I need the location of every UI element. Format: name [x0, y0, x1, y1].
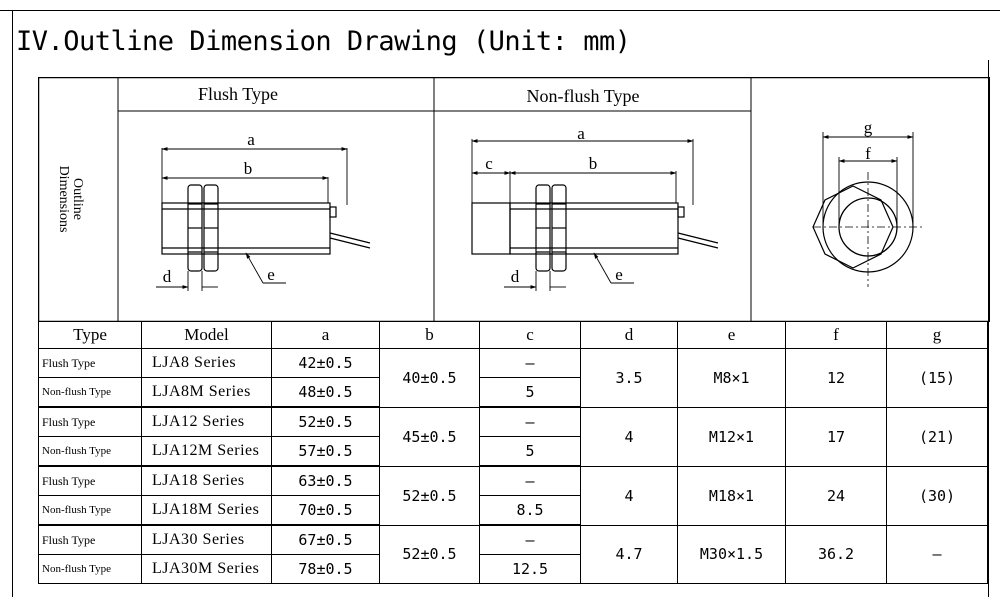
cell-e: M30×1.5	[677, 524, 786, 584]
header-d: d	[580, 321, 678, 349]
cell-type: Non-flush Type	[38, 495, 142, 526]
table-row: Flush Type LJA8 Series 42±0.5 40±0.5 — 3…	[38, 348, 988, 408]
front-label-f: f	[865, 144, 871, 163]
page-frame-left	[12, 10, 13, 597]
header-model: Model	[141, 321, 272, 349]
front-view-drawing	[812, 172, 923, 287]
cell-type: Non-flush Type	[38, 377, 142, 408]
front-label-g: g	[864, 118, 873, 137]
cell-g: —	[886, 524, 988, 584]
flush-label-b: b	[244, 159, 253, 178]
cell-c: 12.5	[479, 554, 581, 584]
cell-g: (21)	[886, 406, 988, 467]
cell-a: 63±0.5	[271, 465, 380, 496]
cell-d: 4.7	[580, 524, 678, 584]
table-header-row: Type Model a b c d e f g	[38, 321, 988, 349]
dimensions-table: Type Model a b c d e f g Flush Type LJA8…	[38, 321, 988, 584]
cell-model: LJA30 Series	[141, 524, 272, 555]
table-row: Non-flush Type LJA8M Series 48±0.5 5	[38, 377, 988, 408]
cell-c: 5	[479, 436, 581, 467]
nonflush-label-e: e	[615, 265, 623, 284]
cell-model: LJA30M Series	[141, 554, 272, 584]
cell-model: LJA8M Series	[141, 377, 272, 408]
cell-type: Non-flush Type	[38, 436, 142, 467]
cell-a: 52±0.5	[271, 406, 380, 437]
nonflush-sensor-drawing	[471, 184, 719, 272]
cell-d: 4	[580, 465, 678, 526]
header-e: e	[677, 321, 786, 349]
cell-f: 12	[785, 348, 887, 408]
flush-label-e: e	[267, 265, 275, 284]
header-a: a	[271, 321, 380, 349]
header-f: f	[785, 321, 887, 349]
flush-dimension-lines	[156, 147, 348, 291]
outline-drawing-panel: Outline Dimensions Flush Type Non-flush …	[37, 76, 991, 326]
cell-type: Flush Type	[38, 465, 142, 496]
header-b: b	[379, 321, 480, 349]
cell-a: 70±0.5	[271, 495, 380, 526]
table-row: Non-flush Type LJA12M Series 57±0.5 5	[38, 436, 988, 467]
cell-c: —	[479, 406, 581, 437]
header-c: c	[479, 321, 581, 349]
page-frame-right	[988, 60, 989, 597]
cell-model: LJA12 Series	[141, 406, 272, 437]
cell-g: (30)	[886, 465, 988, 526]
cell-f: 24	[785, 465, 887, 526]
cell-model: LJA18M Series	[141, 495, 272, 526]
cell-b: 40±0.5	[379, 348, 480, 408]
table-row: Non-flush Type LJA18M Series 70±0.5 8.5	[38, 495, 988, 526]
cell-f: 17	[785, 406, 887, 467]
cell-b: 45±0.5	[379, 406, 480, 467]
cell-e: M12×1	[677, 406, 786, 467]
cell-b: 52±0.5	[379, 465, 480, 526]
cell-a: 48±0.5	[271, 377, 380, 408]
cell-model: LJA12M Series	[141, 436, 272, 467]
header-type: Type	[38, 321, 142, 349]
cell-c: 5	[479, 377, 581, 408]
table-row: Non-flush Type LJA30M Series 78±0.5 12.5	[38, 554, 988, 584]
cell-type: Flush Type	[38, 406, 142, 437]
cell-c: —	[479, 348, 581, 378]
nonflush-label-b: b	[589, 154, 598, 173]
side-label-dimensions: Dimensions	[56, 166, 71, 233]
cell-model: LJA18 Series	[141, 465, 272, 496]
cell-b: 52±0.5	[379, 524, 480, 584]
cell-c: —	[479, 465, 581, 496]
nonflush-label-c: c	[485, 154, 493, 173]
cell-c: 8.5	[479, 495, 581, 526]
flush-sensor-drawing	[161, 184, 371, 272]
page-frame-top	[0, 10, 1000, 11]
cell-d: 4	[580, 406, 678, 467]
cell-model: LJA8 Series	[141, 348, 272, 378]
nonflush-label-d: d	[511, 267, 520, 286]
cell-type: Flush Type	[38, 524, 142, 555]
table-row: Flush Type LJA12 Series 52±0.5 45±0.5 — …	[38, 406, 988, 467]
flush-type-header: Flush Type	[198, 84, 278, 104]
nonflush-type-header: Non-flush Type	[527, 86, 640, 106]
cell-e: M8×1	[677, 348, 786, 408]
outline-dimension-drawing: Outline Dimensions Flush Type Non-flush …	[37, 76, 991, 323]
table-row: Flush Type LJA30 Series 67±0.5 52±0.5 — …	[38, 524, 988, 584]
front-dimension-lines	[822, 132, 914, 227]
page-title: IV.Outline Dimension Drawing (Unit: mm)	[16, 26, 631, 57]
side-label-outline: Outline	[70, 178, 85, 220]
cell-a: 57±0.5	[271, 436, 380, 467]
table-row: Flush Type LJA18 Series 63±0.5 52±0.5 — …	[38, 465, 988, 526]
header-g: g	[886, 321, 988, 349]
cell-a: 42±0.5	[271, 348, 380, 378]
cell-c: —	[479, 524, 581, 555]
cell-a: 78±0.5	[271, 554, 380, 584]
cell-type: Non-flush Type	[38, 554, 142, 584]
cell-e: M18×1	[677, 465, 786, 526]
cell-a: 67±0.5	[271, 524, 380, 555]
nonflush-dimension-lines	[471, 139, 694, 291]
flush-label-d: d	[163, 267, 172, 286]
cell-f: 36.2	[785, 524, 887, 584]
cell-d: 3.5	[580, 348, 678, 408]
nonflush-label-a: a	[577, 124, 585, 143]
flush-label-a: a	[247, 130, 255, 149]
cell-type: Flush Type	[38, 348, 142, 378]
cell-g: (15)	[886, 348, 988, 408]
